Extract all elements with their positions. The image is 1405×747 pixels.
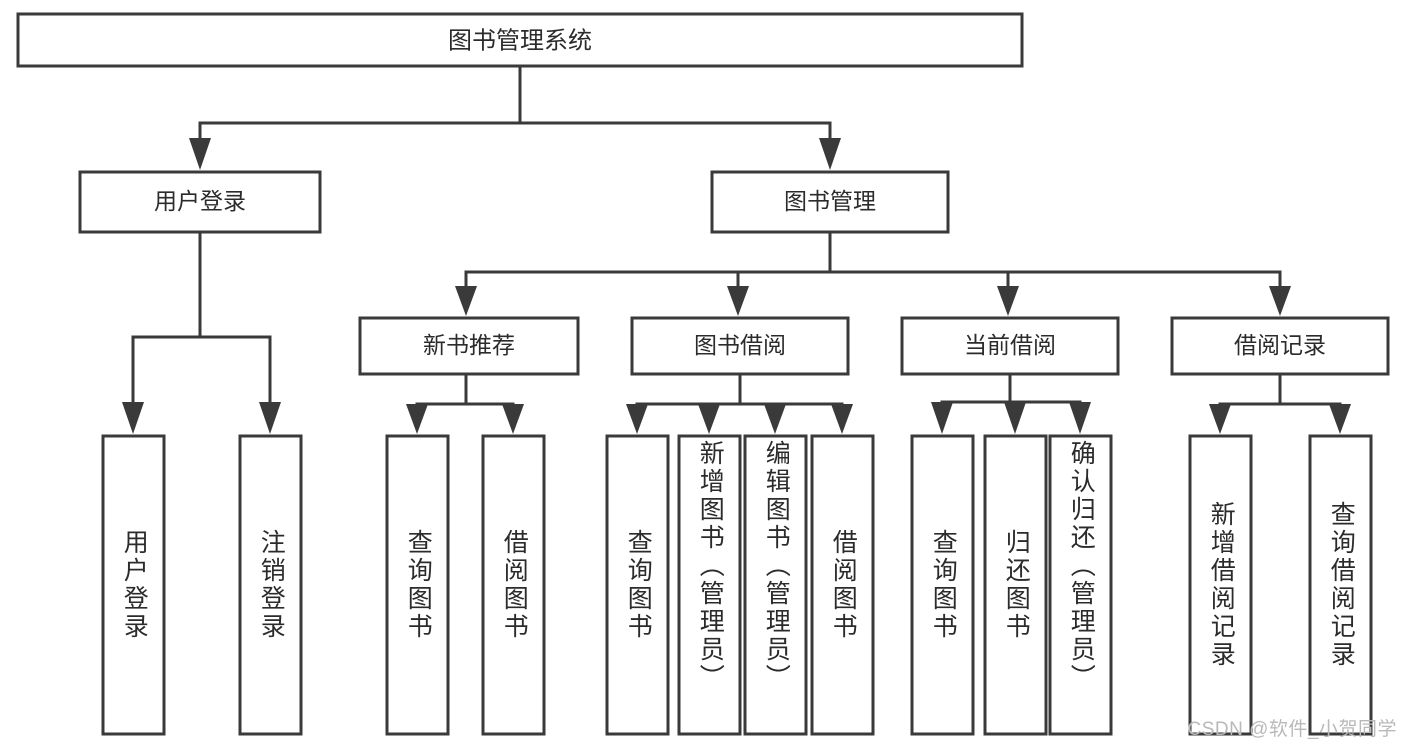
node-leaf-edit-book-box[interactable]	[743, 434, 808, 736]
node-book-borrow[interactable]: 图书借阅	[630, 316, 850, 376]
node-leaf-user-logout-box[interactable]	[238, 434, 303, 736]
arrow-bb-to-leaf-edit-book	[764, 404, 786, 434]
arrow-bm-to-new-book-recommend	[455, 286, 477, 316]
arrow-user-login-to-leaf-user-login	[122, 402, 144, 434]
node-book-management-box[interactable]	[710, 170, 950, 234]
node-current-borrow[interactable]: 当前借阅	[900, 316, 1120, 376]
node-book-management[interactable]: 图书管理	[710, 170, 950, 234]
node-new-book-recommend[interactable]: 新书推荐	[358, 316, 580, 376]
arrow-root-to-user-login	[189, 138, 211, 170]
csdn-watermark: CSDN @软件_小贺同学	[1187, 719, 1397, 740]
node-leaf-return-book-box[interactable]	[983, 434, 1048, 736]
node-user-login-label: 用户登录	[154, 188, 246, 214]
arrow-cb-to-leaf-confirm-return	[1069, 402, 1091, 434]
node-leaf-query-book-2-box[interactable]	[605, 434, 670, 736]
arrow-br-to-leaf-add-record	[1209, 404, 1231, 434]
node-borrow-record-label: 借阅记录	[1234, 332, 1326, 358]
node-borrow-record-box[interactable]	[1170, 316, 1390, 376]
arrow-bb-to-leaf-borrow-book	[831, 404, 853, 434]
arrow-bm-to-borrow-record	[1269, 286, 1291, 316]
arrow-nbr-to-leaf-query-book	[406, 404, 428, 434]
node-root-box[interactable]	[16, 12, 1024, 68]
connector-group-borrow-record	[1209, 372, 1351, 434]
node-new-book-recommend-label: 新书推荐	[423, 332, 515, 358]
arrow-user-login-to-leaf-user-logout	[259, 402, 281, 434]
arrow-cb-to-leaf-return-book	[1004, 402, 1026, 434]
node-leaf-query-record-box[interactable]	[1308, 434, 1373, 736]
node-leaf-add-record-box[interactable]	[1188, 434, 1253, 736]
node-leaf-borrow-book-2-box[interactable]	[810, 434, 875, 736]
node-leaf-query-book-3-box[interactable]	[910, 434, 975, 736]
arrow-cb-to-leaf-query-book	[931, 402, 953, 434]
node-leaf-borrow-book-1-box[interactable]	[481, 434, 546, 736]
node-book-management-label: 图书管理	[784, 188, 876, 214]
node-book-borrow-box[interactable]	[630, 316, 850, 376]
arrow-bm-to-current-borrow	[997, 286, 1019, 316]
node-user-login-box[interactable]	[78, 170, 322, 234]
node-borrow-record[interactable]: 借阅记录	[1170, 316, 1390, 376]
node-root[interactable]: 图书管理系统	[16, 12, 1024, 68]
arrow-bm-to-book-borrow	[727, 286, 749, 316]
arrow-nbr-to-leaf-borrow-book	[502, 404, 524, 434]
connector-group-root	[189, 64, 841, 170]
arrow-bb-to-leaf-query-book	[626, 404, 648, 434]
node-book-borrow-label: 图书借阅	[694, 332, 786, 358]
arrow-bb-to-leaf-add-book	[698, 404, 720, 434]
connector-group-book-management	[455, 230, 1291, 316]
connector-group-new-book-recommend	[406, 372, 524, 434]
node-root-label: 图书管理系统	[448, 27, 592, 54]
connector-group-user-login	[122, 230, 281, 434]
node-new-book-recommend-box[interactable]	[358, 316, 580, 376]
arrow-root-to-book-management	[819, 138, 841, 170]
arrow-br-to-leaf-query-record	[1329, 404, 1351, 434]
node-leaf-add-book-box[interactable]	[677, 434, 742, 736]
connector-group-book-borrow	[626, 372, 853, 434]
node-leaf-query-book-1-box[interactable]	[385, 434, 450, 736]
node-user-login[interactable]: 用户登录	[78, 170, 322, 234]
node-current-borrow-box[interactable]	[900, 316, 1120, 376]
node-current-borrow-label: 当前借阅	[964, 332, 1056, 358]
node-leaf-confirm-return-box[interactable]	[1048, 434, 1113, 736]
connector-group-current-borrow	[931, 372, 1091, 434]
node-leaf-user-login-box[interactable]	[101, 434, 166, 736]
